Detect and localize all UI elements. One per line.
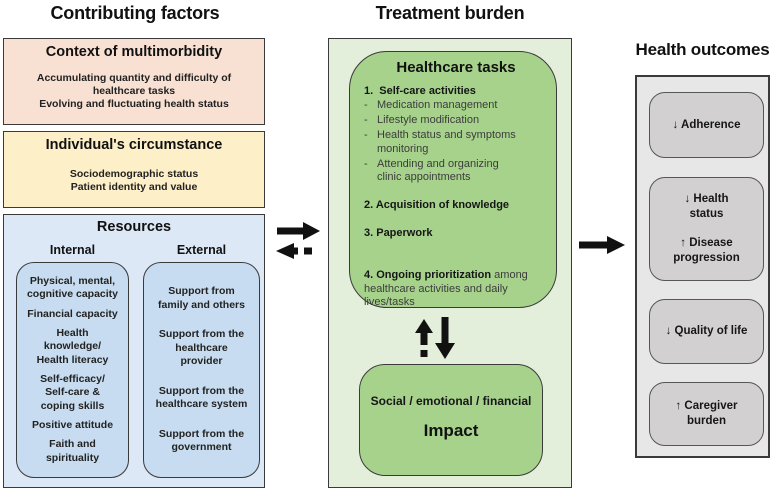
down-solid-arrow-icon [435,317,455,359]
context-item-evolving: Evolving and fluctuating health status [39,98,229,111]
task-subitem-appointments: - Attending and organizing clinic appoin… [364,157,499,183]
task-subitem-medication: - Medication management [364,99,498,111]
context-heading: Context of multimorbidity [45,44,223,60]
contributing-factors-title: Contributing factors [50,3,220,23]
resources-box: Resources Internal External Physical, me… [3,214,265,488]
outcome-quality-of-life: ↓ Quality of life [649,299,764,364]
internal-item-positive-attitude: Positive attitude [31,419,114,431]
external-item-government: Support from the government [158,427,245,454]
resources-heading: Resources [96,219,172,235]
circumstance-item-sociodemographic: Sociodemographic status [69,168,199,180]
circumstance-heading: Individual's circumstance [45,137,223,153]
external-item-system: Support from the healthcare system [155,384,248,411]
circumstance-item-identity: Patient identity and value [70,181,198,194]
impact-subtitle: Social / emotional / financial [370,394,532,408]
internal-item-health-knowledge: Health knowledge/ Health literacy [36,326,109,366]
impact-box: Social / emotional / financial Impact [359,364,543,476]
outcome-caregiver-burden: ↑ Caregiver burden [649,382,764,446]
health-outcomes-title: Health outcomes [635,40,770,59]
internal-item-faith: Faith and spirituality [45,438,100,464]
outcome-adherence: ↓ Adherence [649,92,764,158]
external-item-family: Support from family and others [158,285,245,311]
internal-heading: Internal [49,243,96,257]
task-item-paperwork: 3. Paperwork [364,227,433,240]
task-item-prioritization: 4. Ongoing prioritization among healthca… [364,268,528,309]
treatment-burden-title: Treatment burden [375,3,525,23]
healthcare-tasks-heading: Healthcare tasks [396,59,516,76]
external-item-provider: Support from the healthcare provider [158,328,245,368]
dash-bullet: - [364,157,368,170]
dashed-left-arrow-icon [276,243,314,259]
healthcare-tasks-box: Healthcare tasks 1. Self-care activities… [349,51,557,308]
treatment-burden-box: Healthcare tasks 1. Self-care activities… [328,38,572,488]
dash-bullet: - [364,114,368,127]
dash-bullet: - [364,99,368,111]
internal-resources-box: Physical, mental, cognitive capacity Fin… [16,262,129,478]
up-dashed-arrow-icon [415,319,433,357]
task-subitem-lifestyle: - Lifestyle modification [364,114,480,127]
context-item-accumulating: Accumulating quantity and difficulty of … [36,72,232,98]
solid-right-arrow-icon [277,222,320,240]
external-resources-box: Support from family and others Support f… [143,262,260,478]
context-of-multimorbidity-box: Context of multimorbidity Accumulating q… [3,38,265,125]
task-item-knowledge: 2. Acquisition of knowledge [364,199,510,212]
impact-title: Impact [423,421,479,440]
internal-item-self-efficacy: Self-efficacy/ Self-care & coping skills [40,372,105,412]
outcome-health-status-disease-progression: ↓ Health status ↑ Disease progression [649,177,764,281]
external-heading: External [176,243,227,257]
individuals-circumstance-box: Individual's circumstance Sociodemograph… [3,131,265,208]
task-item-self-care: 1. Self-care activities [364,85,476,97]
internal-item-financial: Financial capacity [27,307,118,320]
task-subitem-monitoring: - Health status and symptoms monitoring [364,129,516,155]
solid-right-arrow-2-icon [579,236,625,254]
health-outcomes-box: ↓ Adherence ↓ Health status ↑ Disease pr… [635,75,770,458]
internal-item-physical: Physical, mental, cognitive capacity [26,274,119,301]
dash-bullet: - [364,129,368,142]
